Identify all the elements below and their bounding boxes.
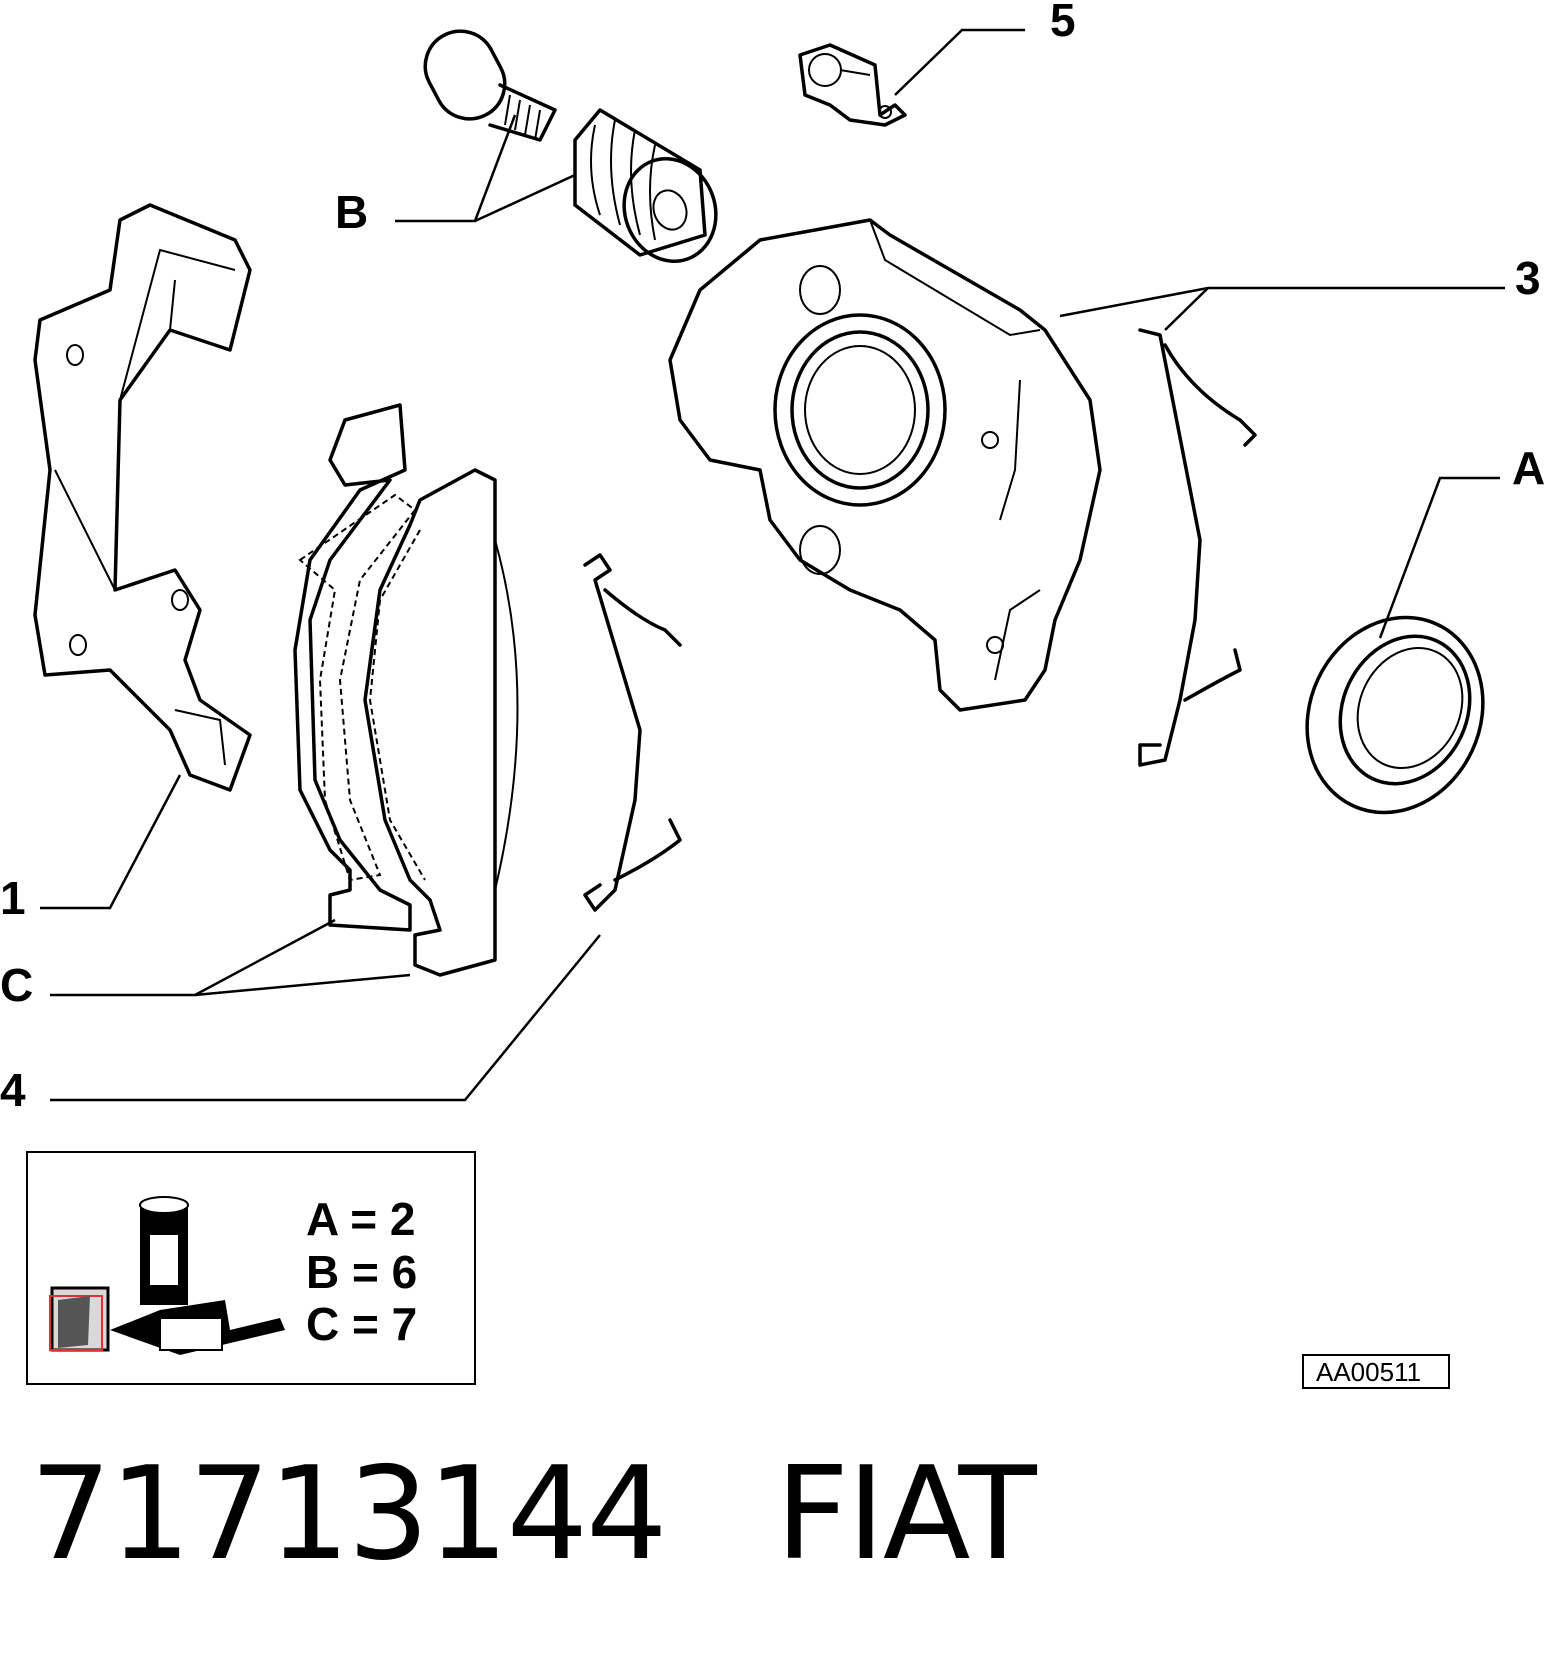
legend-box: A = 2 B = 6 C = 7 bbox=[26, 1151, 476, 1385]
callout-a: A bbox=[1512, 442, 1545, 494]
callout-c: C bbox=[0, 959, 33, 1011]
brake-pad-outer bbox=[363, 468, 519, 977]
leader-lines bbox=[40, 28, 1505, 1102]
legend-line-c: C = 7 bbox=[306, 1298, 417, 1350]
anti-rattle-spring-right bbox=[1138, 328, 1257, 767]
callout-3: 3 bbox=[1515, 252, 1541, 304]
anti-rattle-spring-left bbox=[583, 553, 682, 912]
part-number: 71713144 bbox=[30, 1440, 667, 1589]
piston-seal bbox=[1305, 615, 1485, 815]
reference-code: AA00511 bbox=[1316, 1357, 1421, 1387]
caliper-body bbox=[668, 218, 1102, 712]
legend-line-b: B = 6 bbox=[306, 1246, 417, 1298]
callout-4: 4 bbox=[0, 1064, 26, 1116]
grease-tube-icon bbox=[49, 1196, 285, 1355]
callout-b: B bbox=[335, 186, 368, 238]
bleeder-bracket bbox=[798, 43, 907, 127]
guide-pin bbox=[423, 29, 557, 142]
brand-name: FIAT bbox=[775, 1440, 1037, 1589]
callout-1: 1 bbox=[0, 872, 26, 924]
caliper-carrier-bracket bbox=[33, 203, 252, 792]
reference-code-box: AA00511 bbox=[1302, 1354, 1450, 1389]
guide-pin-boot bbox=[573, 108, 718, 263]
brake-pad-inner bbox=[293, 403, 417, 932]
footer-caption: 71713144 FIAT bbox=[30, 1440, 1037, 1589]
legend-line-a: A = 2 bbox=[306, 1193, 416, 1245]
callout-5: 5 bbox=[1050, 0, 1076, 46]
